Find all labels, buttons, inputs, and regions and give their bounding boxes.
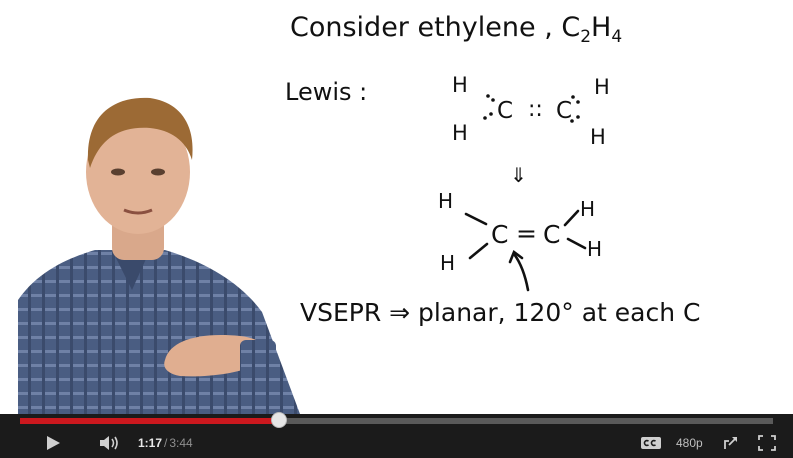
atom-h: H [452,121,468,145]
lewis-label: Lewis : [285,78,367,106]
scrubber-handle[interactable] [271,412,287,428]
lewis-bond-dots: :: [528,97,543,122]
captions-button[interactable] [640,432,664,454]
time-display: 1:17 / 3:44 [138,432,193,454]
time-current: 1:17 [138,436,163,450]
video-frame[interactable]: Consider ethylene , C2H4 Lewis : H H H H… [0,0,793,414]
atom-h: H [580,197,595,221]
whiteboard: Consider ethylene , C2H4 Lewis : H H H H… [285,12,700,327]
play-button[interactable] [44,432,66,454]
play-icon [47,436,60,450]
atom-c: C [491,220,508,249]
time-separator: / [164,436,168,450]
progress-bar[interactable] [20,418,773,424]
fullscreen-button[interactable] [757,432,779,454]
volume-button[interactable] [98,432,124,454]
atom-c: C [556,98,572,124]
fullscreen-icon [758,435,776,451]
atom-h: H [440,251,455,275]
atom-h: H [594,75,610,99]
double-bond: = [516,219,537,248]
closed-captions-icon [641,437,661,449]
board-title: Consider ethylene , C2H4 [290,12,622,47]
volume-icon [100,436,118,450]
popout-icon [724,437,737,449]
lewis-structure: H H H H C :: C [452,73,610,149]
structural-formula: H H H H C = C [438,189,602,292]
atom-h: H [452,73,468,97]
vsepr-statement: VSEPR ⇒ planar, 120° at each C [300,298,700,327]
atom-c: C [497,98,513,124]
progress-played [20,418,279,424]
presenter [18,97,300,414]
popout-button[interactable] [722,432,742,454]
quality-button[interactable]: 480p [676,436,703,450]
atom-h: H [587,237,602,261]
arrow-down-icon: ⇓ [510,163,527,187]
atom-h: H [438,189,453,213]
atom-c: C [543,220,560,249]
atom-h: H [590,125,606,149]
time-total: 3:44 [169,436,193,450]
